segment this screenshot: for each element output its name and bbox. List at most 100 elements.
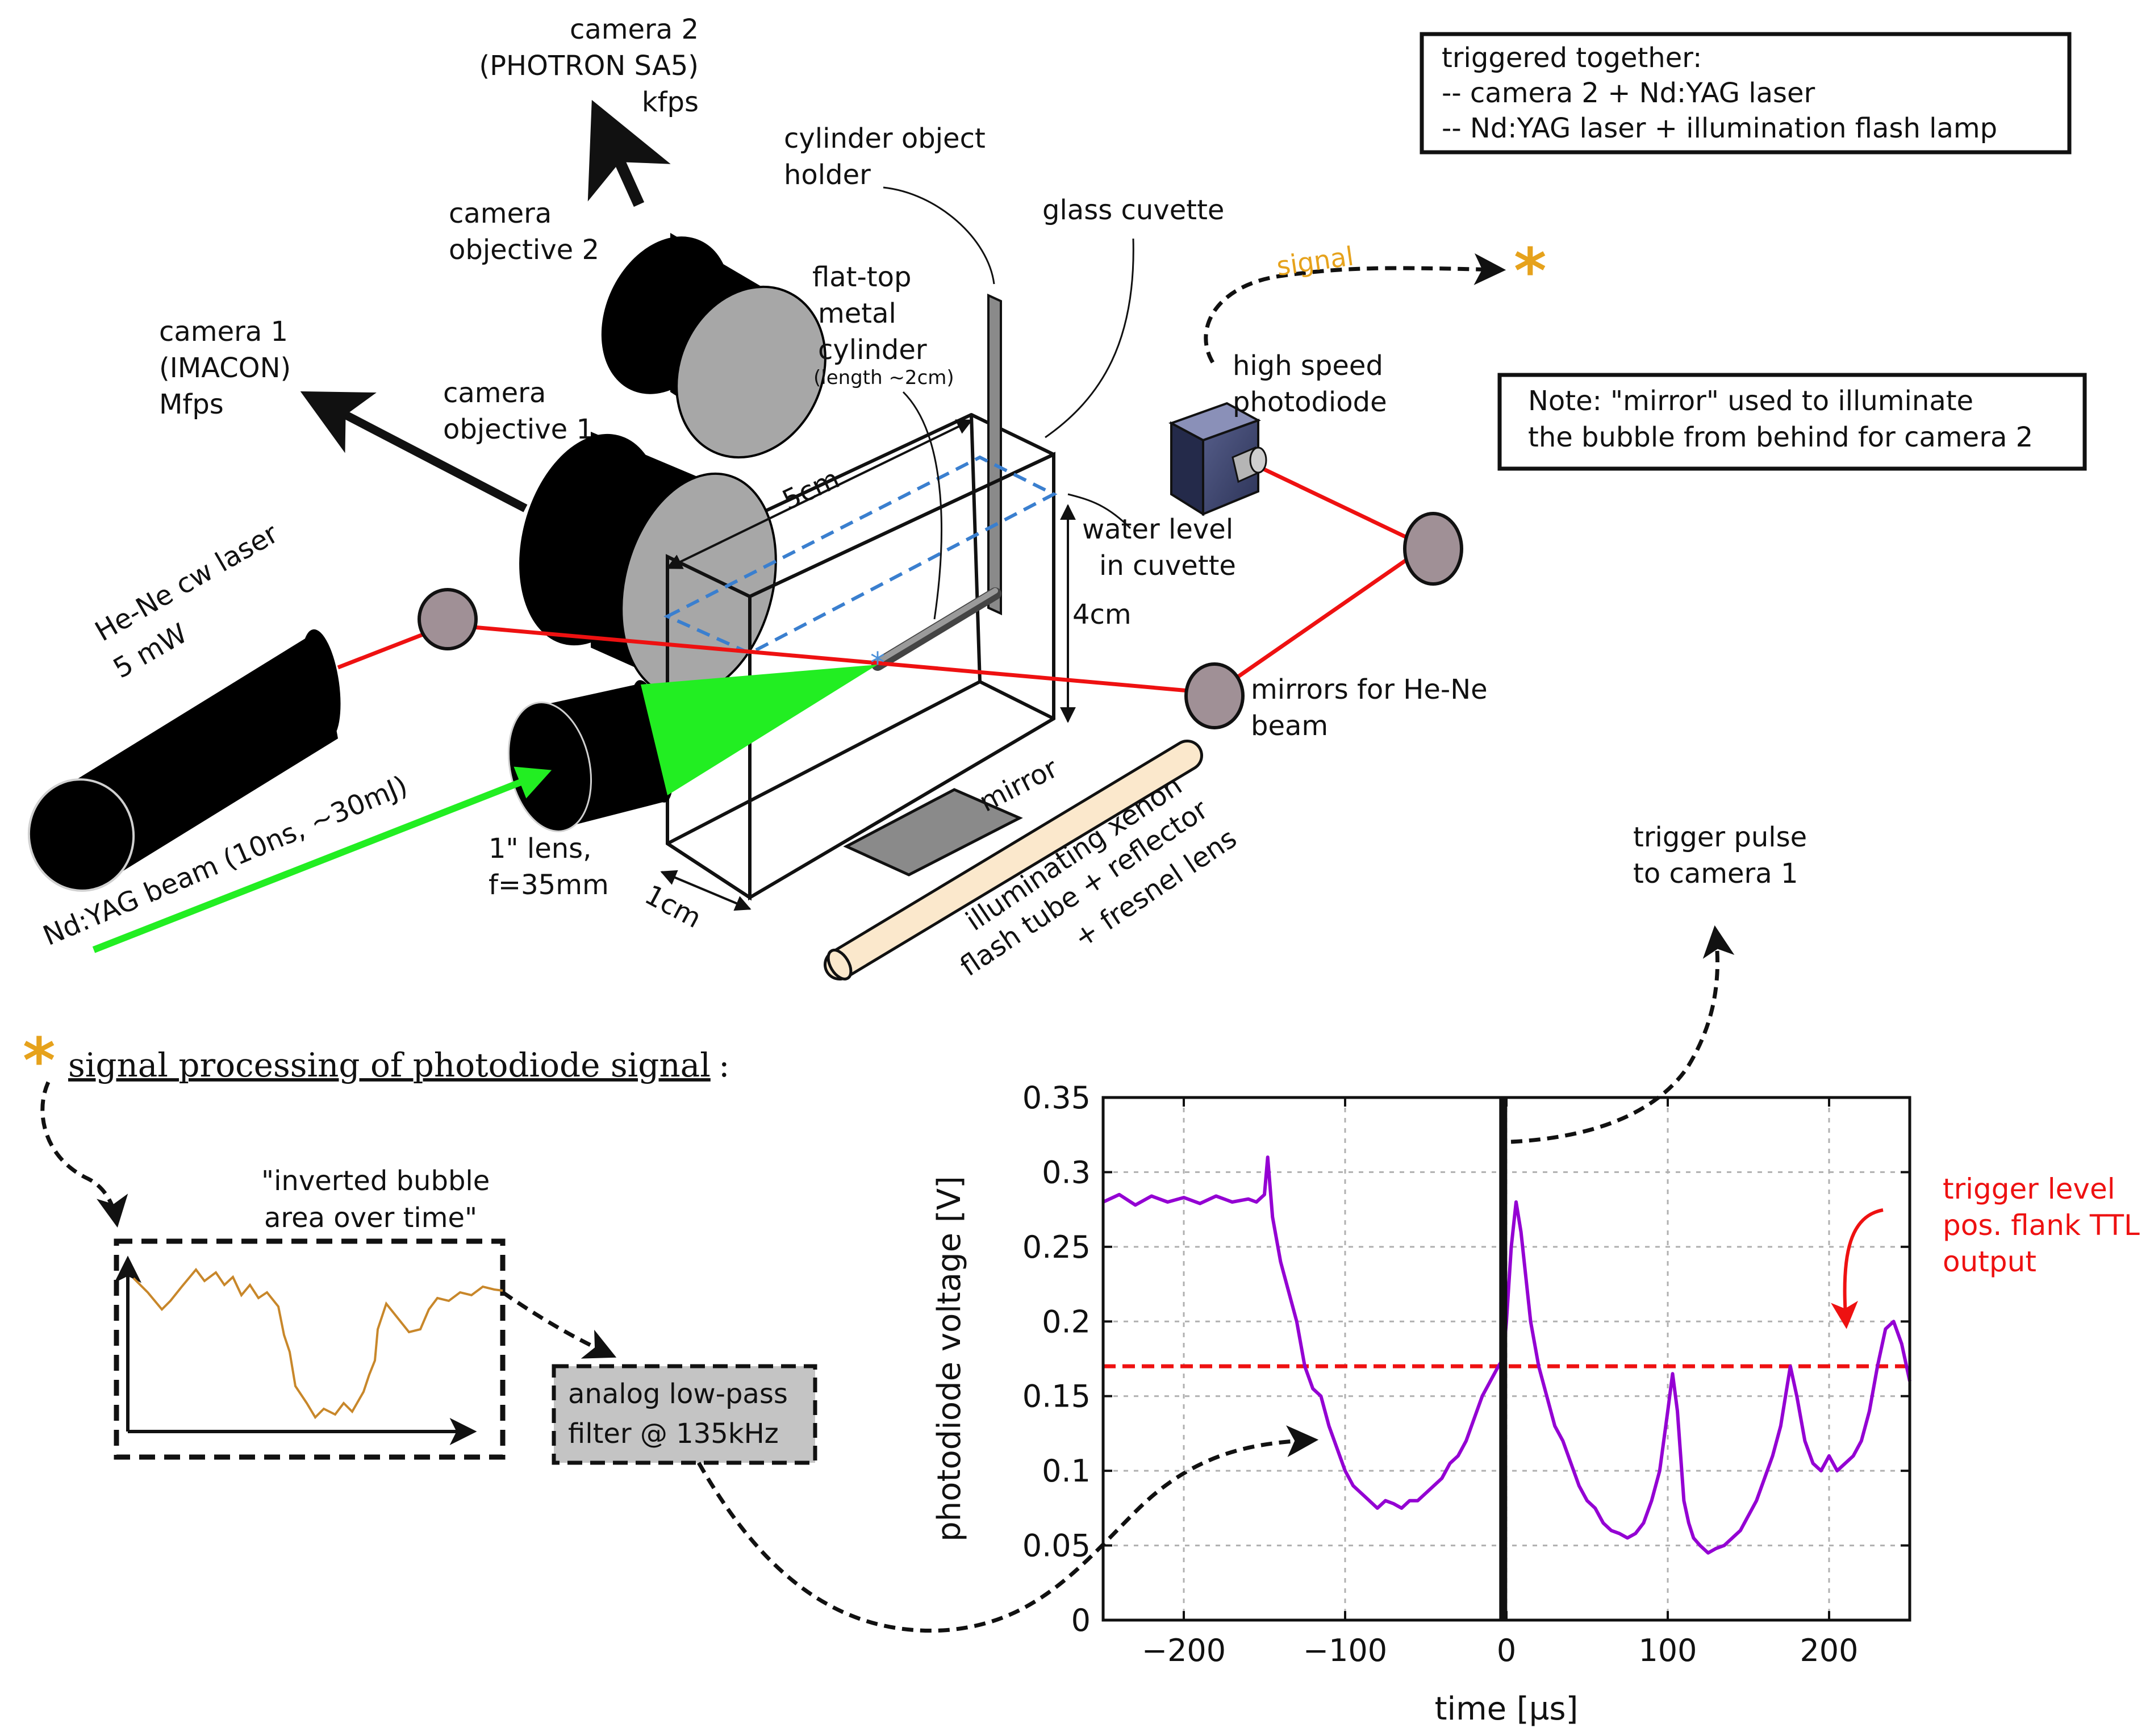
photodiode-label-line1: high speed [1233,350,1383,382]
camera-objective1-label-line1: camera [443,377,546,409]
he-ne-laser-label: He-Ne cw laser 5 mW [90,518,283,685]
triggered-together-note: triggered together: -- camera 2 + Nd:YAG… [1420,32,2072,155]
x-tick-label: 200 [1800,1633,1858,1668]
x-tick-label: 0 [1497,1633,1516,1668]
camera-objective2-label-line2: objective 2 [449,234,599,266]
camera-objective1-label-line2: objective 1 [443,414,594,445]
camera1-label-line2: (IMACON) [159,352,291,384]
camera2-arrow [587,99,671,207]
mirrors-label-line2: beam [1251,710,1328,742]
y-tick-label: 0.1 [1042,1453,1091,1489]
x-axis-label: time [µs] [1435,1691,1579,1727]
camera-objective2-label-line1: camera [449,198,552,229]
flat-top-label-line4: (length ~2cm) [813,366,954,389]
inverted-bubble-inset [114,1238,506,1460]
inset-frame [114,1238,506,1460]
trigger-level-label-line1: trigger level [1943,1172,2115,1205]
y-axis-label: photodiode voltage [V] [931,1176,968,1542]
lens-label-line2: f=35mm [489,869,609,901]
trigger-pulse-label-line1: trigger pulse [1633,821,1807,853]
low-pass-filter: analog low-pass filter @ 135kHz [552,1364,817,1465]
bubble-marker: * [870,646,885,681]
inset-to-filter-arrow [502,1291,617,1359]
photodiode-voltage-chart: −200 −100 0 100 200 0 0.05 0.1 0.15 0.2 0.25 0.3 0.3… [931,1080,1911,1727]
flat-top-label-line3: cylinder [818,334,927,366]
cylinder-object-holder [987,293,1002,616]
y-tick-label: 0.2 [1042,1304,1091,1339]
water-level-dashed [663,455,1058,656]
inverted-bubble-label-line1: "inverted bubble [261,1165,490,1197]
flat-top-label-line2: metal [818,298,896,329]
triggered-together-line1: triggered together: [1442,42,1702,74]
triggered-together-line2: -- camera 2 + Nd:YAG laser [1442,77,1815,109]
filter-to-plot-arrow [696,1425,1319,1633]
x-tick-label: 100 [1638,1633,1697,1668]
x-tick-label: −200 [1142,1633,1226,1668]
chart-tick-labels: −200 −100 0 100 200 0 0.05 0.1 0.15 0.2 0.25 0.3 0.3… [1022,1080,1859,1668]
trigger-pulse-label-line2: to camera 1 [1633,858,1798,890]
lens-label-line1: 1" lens, [489,833,591,865]
signal-arrow [1204,253,1506,364]
cylinder-holder-label-line1: cylinder object [784,123,986,155]
filter-box [552,1364,817,1465]
mirror-label: mirror [974,752,1063,819]
trigger-level-arrow [1831,1208,1884,1329]
mirrors-label-line1: mirrors for He-Ne [1251,674,1488,706]
chart-frame [1101,1096,1911,1622]
photodiode-voltage-series [1102,1155,1911,1555]
y-tick-label: 0.25 [1022,1229,1091,1265]
y-tick-label: 0.35 [1022,1080,1091,1116]
camera2-label-line3: kfps [642,86,699,118]
trigger-level-label-line3: output [1943,1245,2036,1278]
nd-yag-cone [641,665,878,795]
he-ne-laser-aperture [27,778,135,892]
cylinder-holder-label-line2: holder [784,159,871,191]
inverted-bubble-label-line2: area over time" [264,1202,477,1234]
nd-yag-beam [92,766,552,953]
he-ne-mirrors [418,512,1463,729]
mirror-note-box [1497,373,2087,471]
y-tick-label: 0.3 [1042,1154,1091,1190]
photodiode-label-line2: photodiode [1233,386,1387,418]
leader-lines [883,186,1134,620]
triggered-together-line3: -- Nd:YAG laser + illumination flash lam… [1442,112,1997,144]
triggered-together-box [1420,32,2072,155]
he-ne-laser-label-line1: He-Ne cw laser [90,518,283,648]
water-level-label-line2: in cuvette [1099,550,1236,582]
camera-objective-1 [519,432,777,698]
camera1-arrow [300,391,528,512]
mirror-note-line1: Note: "mirror" used to illuminate [1528,385,1973,417]
cylinder-leader [902,391,942,620]
y-tick-label: 0 [1071,1603,1091,1638]
water-level-leader [1067,493,1132,529]
filter-label-line2: filter @ 135kHz [568,1418,779,1450]
y-tick-label: 0.15 [1022,1379,1091,1414]
signal-processing-colon: : [719,1046,730,1084]
water-level-label-line1: water level [1082,514,1233,545]
camera1-label-line3: Mfps [159,389,224,420]
cuvette-leader [1045,238,1134,439]
holder-leader [883,186,995,285]
camera2-label-line1: camera 2 [570,14,699,45]
camera1-label-line1: camera 1 [159,316,288,348]
mirror-2 [1184,662,1245,729]
x-tick-label: −100 [1303,1633,1387,1668]
mirror-3 [1403,512,1463,586]
glass-cuvette-label: glass cuvette [1042,194,1224,226]
camera2-label-line2: (PHOTRON SA5) [479,50,699,82]
high-speed-photodiode [1168,402,1267,516]
flat-top-label-line1: flat-top [812,261,911,293]
dimension-1cm: 1cm [640,870,752,934]
signal-asterisk-top: * [1514,235,1547,307]
bubble-focus: * [870,646,885,681]
xenon-flash-tube [824,740,1203,980]
signal-asterisk-bottom: * [23,1024,56,1097]
filter-label-line1: analog low-pass [568,1378,788,1410]
dimension-4cm: 4cm [1060,504,1132,723]
mirror-note-line2: the bubble from behind for camera 2 [1528,422,2033,453]
y-tick-label: 0.05 [1022,1528,1091,1564]
trigger-pulse-arrow [1510,925,1735,1144]
camera-objective-2 [601,233,826,459]
trigger-level-label-line2: pos. flank TTL [1943,1209,2140,1242]
